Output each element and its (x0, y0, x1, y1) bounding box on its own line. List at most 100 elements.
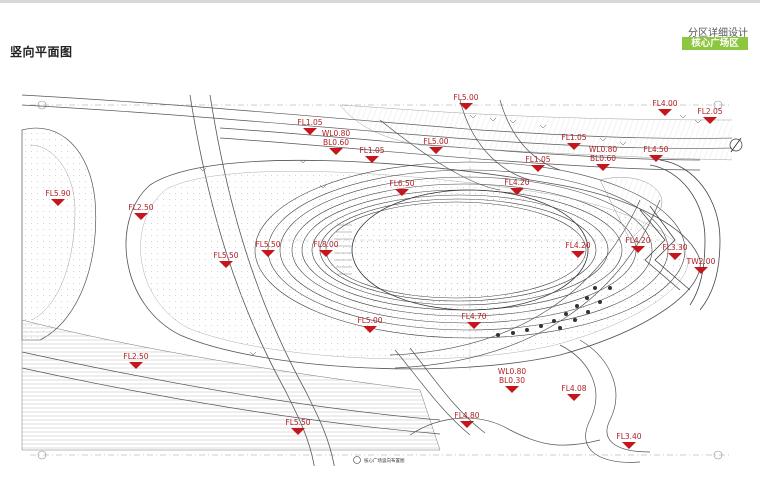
elevation-triangle-icon (596, 164, 610, 171)
elevation-marker: FL5.00 (453, 93, 479, 110)
elevation-label: FL5.50 (285, 418, 310, 427)
elevation-triangle-icon (631, 246, 645, 253)
elevation-marker: FL5.50 (285, 418, 311, 435)
elevation-triangle-icon (291, 428, 305, 435)
elevation-marker: FL5.50 (213, 251, 239, 268)
north-arrow-icon (729, 137, 743, 153)
elevation-marker: FL6.50 (389, 179, 415, 196)
elevation-marker: FL4.20 (625, 236, 651, 253)
elevation-label: FL5.00 (453, 93, 478, 102)
left-landform (21, 127, 97, 341)
elevation-marker: FL2.05 (697, 107, 723, 124)
elevation-marker: FL5.00 (357, 316, 383, 333)
elevation-label: FL1.05 (359, 146, 384, 155)
elevation-triangle-icon (134, 213, 148, 220)
outer-plaza (125, 159, 701, 370)
elevation-label: FL4.70 (461, 312, 486, 321)
page-title: 竖向平面图 (10, 45, 73, 59)
elevation-label: FL3.40 (616, 432, 641, 441)
elevation-triangle-icon (658, 109, 672, 116)
elevation-label: FL2.05 (697, 107, 722, 116)
elevation-triangle-icon (703, 117, 717, 124)
elevation-triangle-icon (531, 165, 545, 172)
elevation-label: FL4.20 (565, 241, 590, 250)
elevation-triangle-icon (649, 155, 663, 162)
elevation-triangle-icon (505, 386, 519, 393)
elevation-marker: FL5.90 (45, 189, 71, 206)
top-right-strip (339, 104, 732, 161)
elevation-triangle-icon (129, 362, 143, 369)
elevation-marker: FL4.50 (643, 145, 669, 162)
site-plan: 核心广场竖向布置图 FL5.00FL4.00FL2.05FL1.05WL0.80… (21, 93, 743, 466)
elevation-label: FL6.50 (389, 179, 414, 188)
elevation-marker: FL3.30 (662, 243, 688, 260)
bollard-dots (496, 286, 612, 337)
elevation-marker: FL2.50 (128, 203, 154, 220)
elevation-triangle-icon (329, 148, 343, 155)
elevation-markers: FL5.00FL4.00FL2.05FL1.05WL0.80BL0.60FL1.… (45, 93, 723, 449)
elevation-marker: FL1.05 (525, 155, 551, 172)
elevation-marker: TW2.00 (686, 257, 716, 274)
elevation-label: FL1.05 (525, 155, 550, 164)
elevation-label: FL2.50 (123, 352, 148, 361)
right-wall (639, 159, 721, 311)
elevation-label: FL4.08 (561, 384, 586, 393)
elevation-label: FL2.50 (128, 203, 153, 212)
elevation-triangle-icon (467, 322, 481, 329)
elevation-triangle-icon (567, 143, 581, 150)
elevation-marker: FL8.00 (313, 240, 339, 257)
elevation-triangle-icon (668, 253, 682, 260)
elevation-triangle-icon (261, 250, 275, 257)
elevation-triangle-icon (363, 326, 377, 333)
central-lawn (351, 189, 589, 311)
elevation-label: FL8.00 (313, 240, 338, 249)
elevation-marker: FL1.05 (561, 133, 587, 150)
elevation-triangle-icon (622, 442, 636, 449)
elevation-label: FL4.00 (652, 99, 677, 108)
elevation-label: BL0.60 (590, 154, 616, 163)
elevation-triangle-icon (567, 394, 581, 401)
elevation-triangle-icon (510, 188, 524, 195)
scale-note-text: 核心广场竖向布置图 (364, 457, 405, 464)
elevation-marker: FL4.70 (461, 312, 487, 329)
elevation-marker: FL4.20 (504, 178, 530, 195)
elevation-label: FL5.50 (213, 251, 238, 260)
elevation-label: FL3.30 (662, 243, 687, 252)
elevation-triangle-icon (429, 147, 443, 154)
scale-note: 核心广场竖向布置图 (353, 456, 405, 464)
elevation-label: FL5.90 (45, 189, 70, 198)
elevation-triangle-icon (303, 128, 317, 135)
chevrons (199, 114, 702, 356)
elevation-triangle-icon (319, 250, 333, 257)
elevation-label: FL4.80 (454, 411, 479, 420)
section-label: 分区详细设计 (688, 28, 748, 39)
elevation-marker: FL4.80 (454, 411, 480, 428)
elevation-label: FL5.50 (255, 240, 280, 249)
elevation-marker: FL1.05 (359, 146, 385, 163)
terrace-steps (334, 224, 352, 275)
elevation-marker: FL5.50 (255, 240, 281, 257)
bottom-field (21, 319, 441, 451)
elevation-label: FL5.00 (357, 316, 382, 325)
elevation-label: FL1.05 (297, 118, 322, 127)
elevation-triangle-icon (459, 103, 473, 110)
elevation-triangle-icon (571, 251, 585, 258)
right-wedge (599, 177, 663, 241)
elevation-marker: FL2.50 (123, 352, 149, 369)
elevation-label: BL0.60 (323, 138, 349, 147)
elevation-triangle-icon (219, 261, 233, 268)
curved-paths (379, 99, 661, 463)
elevation-label: BL0.30 (499, 376, 525, 385)
top-rule (0, 0, 760, 3)
elevation-triangle-icon (365, 156, 379, 163)
elevation-marker: FL4.08 (561, 384, 587, 401)
elevation-label: WL0.80 (322, 129, 351, 138)
elevation-triangle-icon (395, 189, 409, 196)
elevation-triangle-icon (694, 267, 708, 274)
bottom-arc (409, 417, 601, 446)
elevation-triangle-icon (51, 199, 65, 206)
elevation-marker: FL4.00 (652, 99, 678, 116)
